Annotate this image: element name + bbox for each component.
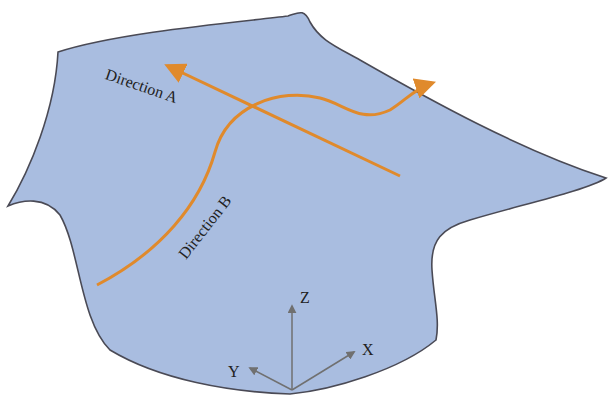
direction-b-curve	[97, 83, 432, 285]
curved-surface	[8, 13, 606, 394]
axis-label: Y	[228, 364, 240, 380]
direction-a-arrow	[168, 66, 400, 176]
axis-triad	[250, 306, 354, 390]
axis-label: Z	[300, 290, 310, 306]
axis-label: X	[362, 342, 374, 358]
